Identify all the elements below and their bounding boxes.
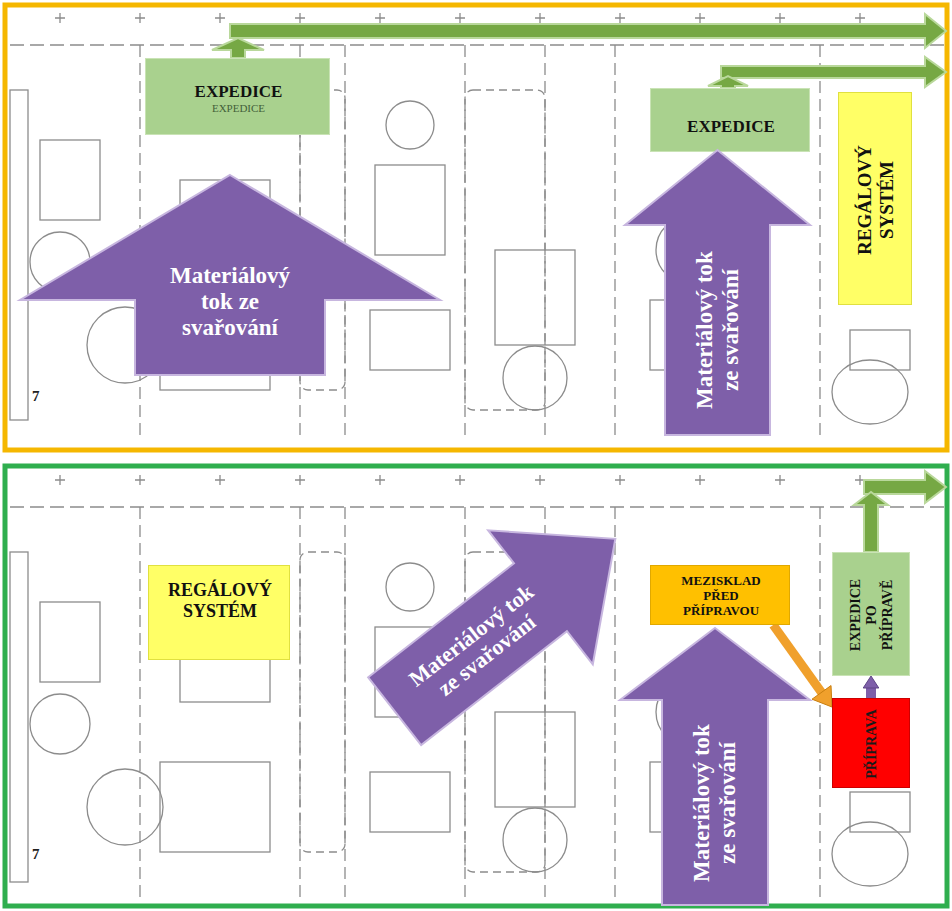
zone-label: MEZISKLAD PŘED PŘÍPRAVOU — [671, 574, 771, 619]
grid-number: 7 — [32, 846, 40, 863]
zone-label: EXPEDICE — [151, 82, 326, 102]
text-block: PŘÍPRAVA — [864, 702, 880, 786]
zone-label: Materiálový tok ze svařování — [691, 243, 744, 418]
floor-plan-drawing — [10, 13, 945, 902]
dispatch-zone: EXPEDICE PO PŘÍPRAVĚ — [832, 552, 910, 676]
arrow-outline — [620, 628, 810, 905]
flow-arrow: Materiálový tok ze svařování — [620, 628, 810, 905]
text-block: Materiálový tok ze svařování — [689, 715, 742, 890]
preparation-zone: PŘÍPRAVA — [832, 698, 910, 788]
dispatch-zone: EXPEDICEEXPEDICE — [145, 58, 330, 135]
zone-label: Materiálový tok ze svařování — [155, 263, 305, 342]
text-block: EXPEDICE — [656, 117, 806, 137]
text-block: MEZISKLAD PŘED PŘÍPRAVOU — [671, 574, 771, 619]
text-block: REGÁLOVÝ SYSTÉM — [854, 140, 898, 260]
arrow-outline — [342, 472, 667, 778]
rack-system-zone: REGÁLOVÝ SYSTÉM — [838, 92, 912, 305]
panel-frame — [5, 5, 947, 906]
zone-label: REGÁLOVÝ SYSTÉM — [854, 140, 898, 260]
plan-drawing — [212, 38, 264, 58]
flow-arrow: Materiálový tok ze svařování — [625, 150, 810, 435]
text-block: Materiálový tok ze svařování — [155, 263, 305, 342]
arrow-outline — [20, 175, 440, 375]
arrow-outline — [625, 150, 810, 435]
zone-label: EXPEDICE — [151, 101, 326, 114]
zone-label: EXPEDICE PO PŘÍPRAVĚ — [848, 571, 896, 659]
plan-drawing — [230, 14, 946, 48]
text-block: EXPEDICE PO PŘÍPRAVĚ — [848, 571, 896, 659]
text-block: Materiálový tok ze svařování — [691, 243, 744, 418]
text-block: REGÁLOVÝ SYSTÉM — [154, 580, 286, 621]
plan-drawing — [708, 76, 748, 88]
text-block: EXPEDICEEXPEDICE — [151, 82, 326, 114]
zone-label: REGÁLOVÝ SYSTÉM — [154, 580, 286, 621]
plan-drawing — [854, 492, 888, 552]
flow-arrow: Materiálový tok ze svařování — [342, 472, 667, 778]
arrowhead — [812, 686, 832, 707]
plan-drawing — [721, 57, 946, 87]
dispatch-zone: EXPEDICE — [650, 88, 810, 152]
zone-label: EXPEDICE — [656, 117, 806, 137]
plan-drawing — [10, 13, 945, 440]
plan-drawing — [5, 466, 947, 906]
buffer-store-zone: MEZISKLAD PŘED PŘÍPRAVOU — [650, 565, 790, 625]
zone-label: Materiálový tok ze svařování — [689, 715, 742, 890]
flow-connector — [863, 676, 879, 698]
flow-arrow: Materiálový tok ze svařování — [20, 175, 440, 375]
arrowhead — [863, 676, 879, 688]
rack-system-zone: REGÁLOVÝ SYSTÉM — [148, 565, 290, 660]
grid-number: 7 — [32, 388, 40, 405]
zone-label: PŘÍPRAVA — [864, 702, 880, 786]
plan-drawing — [5, 5, 947, 450]
